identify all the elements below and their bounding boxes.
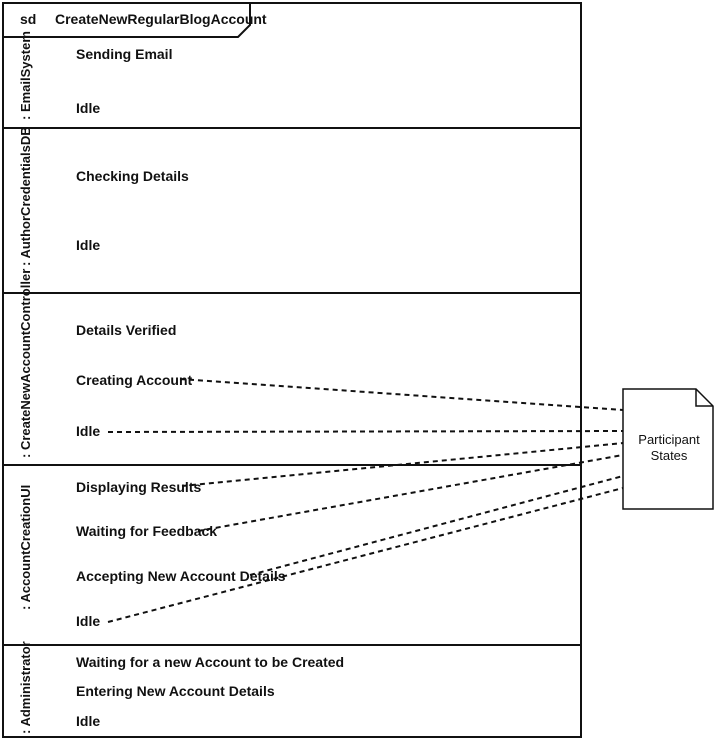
lane-divider — [2, 644, 582, 646]
lane-divider — [2, 127, 582, 129]
state-checking-details: Checking Details — [76, 168, 189, 184]
note-text: Participant States — [624, 432, 714, 464]
state-emailsystem-idle: Idle — [76, 100, 101, 116]
connector-displaying-results — [181, 442, 624, 487]
lane-divider — [2, 464, 582, 466]
lane-divider — [2, 292, 582, 294]
state-authorcredentialsdb-idle: Idle — [76, 237, 101, 253]
state-controller-idle: Idle — [76, 423, 101, 439]
state-ui-idle: Idle — [76, 613, 101, 629]
connector-creating-account — [179, 378, 624, 411]
connector-accepting-details — [249, 475, 624, 576]
frame-keyword: sd — [20, 11, 37, 27]
frame-name-tab: sd CreateNewRegularBlogAccount — [2, 2, 267, 38]
state-waiting-for-feedback: Waiting for Feedback — [76, 523, 218, 539]
state-accepting-new-account-details: Accepting New Account Details — [76, 568, 286, 584]
state-entering-new-account-details: Entering New Account Details — [76, 683, 275, 699]
connector-ui-idle — [107, 487, 624, 623]
diagram-title: CreateNewRegularBlogAccount — [55, 11, 267, 27]
state-details-verified: Details Verified — [76, 322, 177, 338]
frame-tab-outline — [2, 2, 251, 38]
state-sending-email: Sending Email — [76, 46, 173, 62]
note-line-1: Participant — [638, 432, 700, 447]
state-administrator-idle: Idle — [76, 713, 101, 729]
note-line-2: States — [650, 448, 688, 463]
state-creating-account: Creating Account — [76, 372, 193, 388]
state-displaying-results: Displaying Results — [76, 479, 202, 495]
connector-controller-idle — [107, 430, 624, 433]
sequence-diagram-frame — [2, 2, 582, 738]
state-waiting-for-new-account: Waiting for a new Account to be Created — [76, 654, 345, 670]
